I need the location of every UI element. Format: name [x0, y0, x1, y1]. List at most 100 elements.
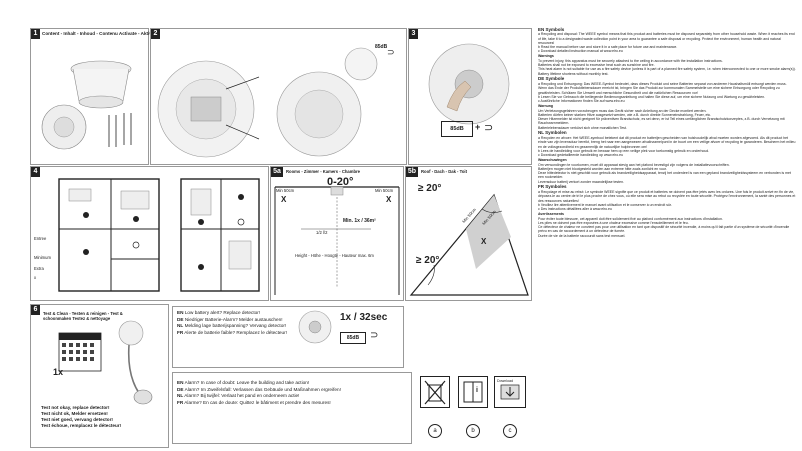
panel-contents: 1: [30, 28, 149, 165]
alarm-line-de: DE Alarm? Im Zweifelsfall: Verlassen das…: [177, 386, 341, 392]
symbol-text-a: a Recyclen en afvoer: Het WEEE-symbool b…: [538, 136, 796, 149]
roof-heading: Roof - Dach - Dak - Toit: [421, 169, 467, 174]
warning-text: Battery lifetime shortens without monthl…: [538, 71, 609, 76]
panel6-title: Test & Clean - Testen & reinigen - Test …: [43, 311, 123, 321]
x-mark-left: X: [281, 195, 287, 204]
plus-operator: +: [475, 122, 481, 132]
detector-alert-icon: [298, 310, 332, 344]
caption-fr: Test échoue, remplacez le détecteur!: [41, 423, 122, 428]
db-badge: 85dB: [441, 121, 473, 137]
fail-captions: Test not okay, replace detector! Test ni…: [41, 405, 121, 429]
beep-db: 85dB: [340, 332, 366, 344]
ear-icon: ⊃: [484, 122, 494, 134]
warnings-heading: Warnings: [538, 54, 554, 58]
min-distance-label: Min. 1x / 36m²: [343, 218, 376, 224]
beep-db-value: 85dB: [346, 335, 360, 341]
caption-de: Test nicht ok, Melder ersetzen!: [41, 411, 108, 416]
warning-text: This heat alarm is not suitable for use …: [538, 67, 796, 72]
symbol-text-b: b Lesen Sie vor Gebrauch die beiliegende…: [538, 94, 766, 99]
angle-top-label: ≥ 20°: [418, 183, 442, 194]
panel-number: 4: [31, 167, 40, 177]
db-value: 85dB: [450, 126, 464, 132]
section-heading: DE Symbole: [538, 76, 565, 82]
angle-label: 0-20°: [327, 176, 354, 188]
warnings-heading: Warnung: [538, 103, 554, 108]
warning-text: Dieser Hitzemelder ist nicht geeignet fü…: [538, 117, 785, 126]
warning-text: To prevent injury, this apparatus must b…: [538, 58, 723, 63]
roof-placement-diagram: [409, 193, 529, 296]
alarm-advice-box: EN Alarm? In case of doubt: Leave the bu…: [172, 372, 412, 444]
ear-icon: ⊃: [387, 47, 395, 57]
warning-text: Batteries shall not be exposed to excess…: [538, 63, 655, 67]
section-heading: EN Symbols: [538, 26, 565, 32]
detector-activation-illustration: [157, 47, 378, 158]
warning-text: Batterijen mogen niet blootgesteld worde…: [538, 166, 667, 171]
warnings-heading: Avertissements: [538, 211, 564, 216]
symbols-panel: i Download a b c: [416, 372, 530, 444]
download-text: Download: [497, 379, 513, 383]
warning-text: Durée de vie de la batterie raccourcit s…: [538, 233, 626, 238]
warning-text: Ce détecteur de chaleur ne convient pas …: [538, 225, 790, 234]
symbol-text-b: b Lees de handleiding voor gebruik en be…: [538, 148, 710, 153]
warning-text: Batterien dürfen keiner starken Hitze au…: [538, 112, 712, 117]
panel-number: 5b: [406, 167, 418, 177]
panel-activate: 2 85dB ⊃: [150, 28, 407, 165]
info-letter: i: [476, 387, 478, 394]
section-fr: FR Symboles a Recyclage et mise au rebut…: [538, 184, 796, 238]
beep-ear-icon: ⊃: [370, 330, 379, 341]
symbol-b-label: b: [466, 424, 480, 438]
alarm-line-fr: FR Alarme? En cas de doute: Quittez le b…: [177, 399, 331, 405]
section-heading: FR Symboles: [538, 184, 567, 190]
alarm-line-nl: NL Alarm? Bij twijfel: Verlaat het pand …: [177, 393, 300, 399]
caption-nl: Test niet goed, vervang detector!: [41, 417, 113, 422]
section-heading: NL Symbolen: [538, 130, 567, 136]
warning-text: Les piles ne doivent pas être exposées à…: [538, 220, 689, 225]
symbol-text-a: a Recycling and disposal: The WEEE symbo…: [538, 32, 795, 45]
symbol-text-c: c Ausführliche Informationen finden Sie …: [538, 99, 625, 103]
symbol-text-a: a Recyclage et mise au rebut: Le symbole…: [538, 190, 796, 203]
rooms-heading: Rooms - Zimmer - Kamers - Chambre: [286, 169, 360, 174]
repeat-count: 1x: [53, 367, 64, 377]
panel-number: 5a: [271, 167, 283, 177]
warning-text: Batterielebensdauer verkürzt sich ohne m…: [538, 125, 627, 130]
min-left-label: Min 50cm: [276, 188, 295, 193]
detector-parts-illustration: [41, 60, 132, 150]
x-mark-right: X: [386, 195, 392, 204]
section-nl: NL Symbolen a Recyclen en afvoer: Het WE…: [538, 130, 796, 184]
caption-en: Test not okay, replace detector!: [41, 405, 110, 410]
panel-number: 3: [409, 29, 418, 39]
min-right-label: Min 50cm: [375, 188, 394, 193]
manual-book-icon: i: [458, 376, 488, 408]
symbol-text-a: a Recycling und Entsorgung: Das WEEE-Sym…: [538, 82, 787, 95]
calendar-vacuum-illustration: [58, 320, 153, 405]
panel-roof: 5b Roof - Dach - Dak - Toit ≥ 20° ≥ 20° …: [405, 166, 532, 301]
battery-line-en: EN Low battery alert? Replace detector!: [177, 310, 261, 315]
symbol-text-c: c Des instructions détaillées aller à ww…: [538, 207, 612, 211]
symbol-text-c: c Download gedetailleerde handleiding op…: [538, 153, 624, 157]
room-placement-diagram: [274, 186, 400, 295]
symbol-text-b: b Veuillez lire attentivement le manuel …: [538, 202, 672, 207]
panel-test: 3 85dB + ⊃: [408, 28, 532, 165]
warning-text: Levensduur batterij verkort zonder maand…: [538, 179, 624, 184]
symbol-c-label: c: [503, 424, 517, 438]
battery-line-nl: NL Melding lage batterijspanning? Vervan…: [177, 323, 287, 329]
angle-bottom-label: ≥ 20°: [416, 255, 440, 266]
panel-test-clean: 6 Test & Clean - Testen & reinigen - Tes…: [30, 304, 169, 448]
instructions-column: EN Symbols a Recycling and disposal: The…: [538, 26, 796, 446]
warning-text: Om verwondingen te voorkomen, moet dit a…: [538, 162, 730, 167]
legend-x: x: [34, 275, 37, 280]
symbol-text-b: b Read the manual before use and store i…: [538, 45, 678, 49]
half-label: 1/2 l/2: [316, 230, 328, 235]
section-en: EN Symbols a Recycling and disposal: The…: [538, 26, 796, 76]
height-label: Height - Höhe - Hoogte - Hauteur max. 6m: [295, 253, 374, 258]
legend-extra: Extra: [34, 266, 44, 271]
panel-rooms: 5a Rooms - Zimmer - Kamers - Chambre 0-2…: [270, 166, 404, 301]
legend-entree: Entree: [34, 236, 47, 241]
legend-minimum: Minimum: [34, 255, 51, 260]
battery-line-de: DE Niedriger Batterie-Alarm? Melder aust…: [177, 316, 283, 322]
floor-plan-diagram: [58, 178, 260, 292]
x-mark: X: [481, 237, 487, 246]
alarm-line-en: EN Alarm? In case of doubt: Leave the bu…: [177, 380, 310, 385]
weee-bin-icon: [420, 376, 450, 408]
symbol-a-label: a: [428, 424, 442, 438]
